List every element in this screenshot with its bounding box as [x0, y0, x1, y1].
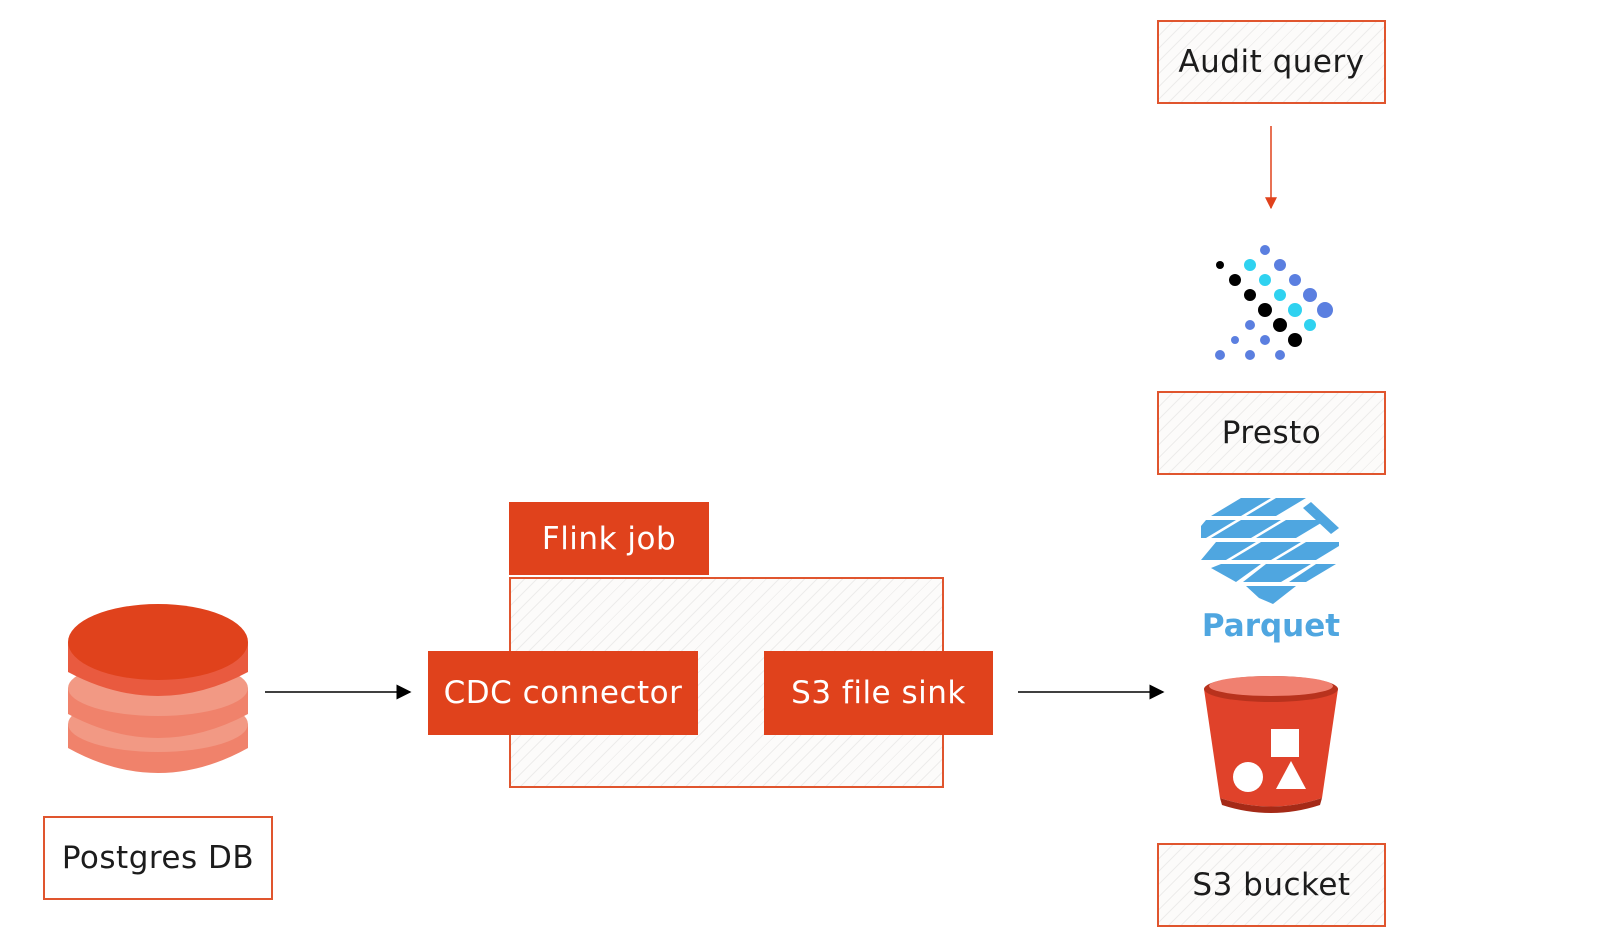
postgres-db-box: Postgres DB: [43, 816, 273, 900]
s3-file-sink-label: S3 file sink: [791, 675, 966, 711]
presto-box: Presto: [1157, 391, 1386, 475]
parquet-logo-text: Parquet: [1201, 608, 1341, 644]
cdc-connector-label: CDC connector: [443, 675, 683, 711]
audit-query-box: Audit query: [1157, 20, 1386, 104]
parquet-logo-icon: [1201, 498, 1339, 604]
s3-bucket-label: S3 bucket: [1192, 867, 1351, 903]
s3-bucket-box: S3 bucket: [1157, 843, 1386, 927]
postgres-db-label: Postgres DB: [61, 840, 255, 876]
audit-query-label: Audit query: [1178, 44, 1365, 80]
cdc-connector-box: CDC connector: [428, 651, 698, 735]
presto-label: Presto: [1221, 415, 1322, 451]
database-icon: [68, 604, 248, 773]
flink-job-tab: Flink job: [509, 502, 709, 575]
s3-bucket-icon: [1204, 676, 1338, 813]
presto-logo-icon: [1215, 245, 1333, 360]
s3-file-sink-box: S3 file sink: [764, 651, 993, 735]
flink-job-label: Flink job: [541, 520, 677, 557]
